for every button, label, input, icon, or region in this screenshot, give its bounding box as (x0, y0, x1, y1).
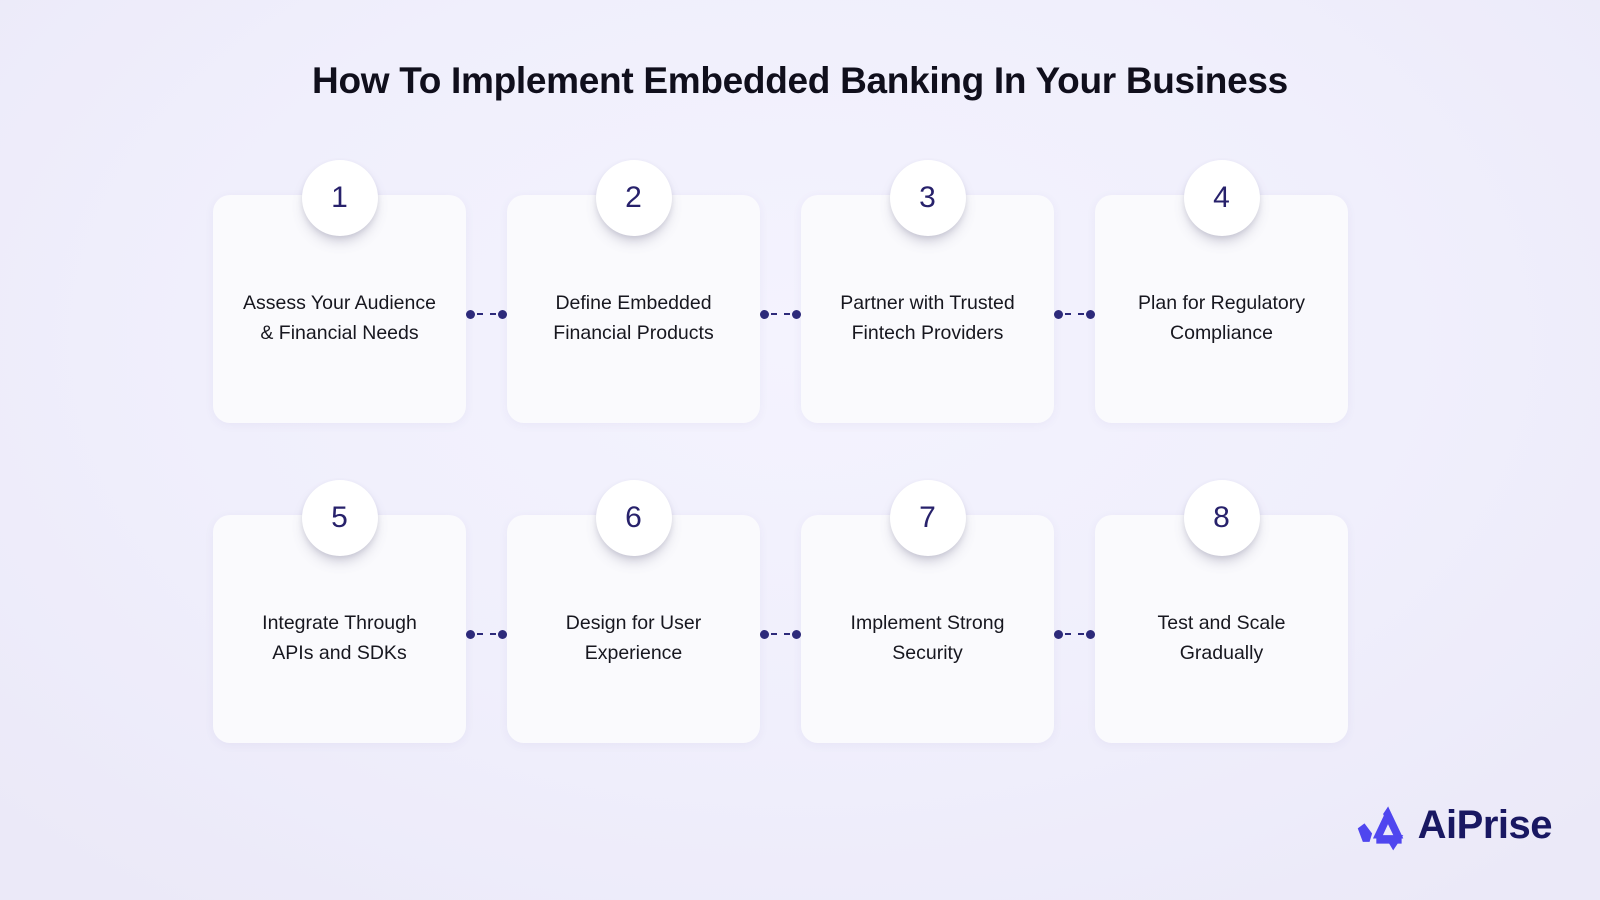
step-label-6: Design for User Experience (565, 612, 702, 664)
connector-dot-right (792, 629, 801, 639)
connector-1-to-2 (466, 309, 507, 319)
connector-dash (477, 633, 496, 635)
connector-6-to-7 (760, 629, 801, 639)
step-cell-4: 4 Plan for Regulatory Compliance (1095, 160, 1348, 480)
connector-dot-left (760, 309, 769, 319)
connector-dot-right (1086, 629, 1095, 639)
connector-dash (1065, 313, 1084, 315)
connector-dash (1065, 633, 1084, 635)
connector-dot-left (1054, 309, 1063, 319)
step-label-2: Define Embedded Financial Products (553, 292, 714, 344)
step-cell-2: 2 Define Embedded Financial Products (507, 160, 801, 480)
connector-3-to-4 (1054, 309, 1095, 319)
step-label-7: Implement Strong Security (850, 612, 1005, 664)
step-cell-1: 1 Assess Your Audience & Financial Needs (213, 160, 507, 480)
step-label-4: Plan for Regulatory Compliance (1138, 292, 1305, 344)
connector-dash (477, 313, 496, 315)
connector-7-to-8 (1054, 629, 1095, 639)
connector-dot-left (466, 309, 475, 319)
connector-dot-right (792, 309, 801, 319)
step-cell-8: 8 Test and Scale Gradually (1095, 480, 1348, 800)
step-number-badge-5: 5 (301, 480, 378, 556)
step-cell-5: 5 Integrate Through APIs and SDKs (213, 480, 507, 800)
step-number-badge-4: 4 (1183, 160, 1260, 236)
step-label-1: Assess Your Audience & Financial Needs (243, 292, 436, 344)
brand-wordmark: AiPrise (1417, 803, 1553, 847)
step-number-badge-3: 3 (889, 160, 966, 236)
step-number-badge-1: 1 (301, 160, 378, 236)
step-cell-6: 6 Design for User Experience (507, 480, 801, 800)
connector-dot-right (498, 629, 507, 639)
step-number-badge-6: 6 (595, 480, 672, 556)
connector-dash (771, 633, 790, 635)
connector-dot-left (1054, 629, 1063, 639)
steps-grid: 1 Assess Your Audience & Financial Needs… (213, 160, 1388, 800)
connector-dot-right (498, 309, 507, 319)
connector-5-to-6 (466, 629, 507, 639)
connector-dot-left (466, 629, 475, 639)
connector-dot-left (760, 629, 769, 639)
step-number-badge-7: 7 (889, 480, 966, 556)
step-number-badge-2: 2 (595, 160, 672, 236)
brand-logo: AiPrise (1351, 798, 1553, 852)
connector-dot-right (1086, 309, 1095, 319)
step-label-8: Test and Scale Gradually (1157, 612, 1286, 664)
step-label-3: Partner with Trusted Fintech Providers (840, 292, 1015, 344)
page-title: How To Implement Embedded Banking In You… (312, 60, 1288, 101)
aiprise-checkmark-triangle-icon (1357, 806, 1403, 851)
step-number-badge-8: 8 (1183, 480, 1260, 556)
step-cell-3: 3 Partner with Trusted Fintech Providers (801, 160, 1095, 480)
step-cell-7: 7 Implement Strong Security (801, 480, 1095, 800)
step-label-5: Integrate Through APIs and SDKs (262, 612, 417, 664)
connector-dash (771, 313, 790, 315)
connector-2-to-3 (760, 309, 801, 319)
